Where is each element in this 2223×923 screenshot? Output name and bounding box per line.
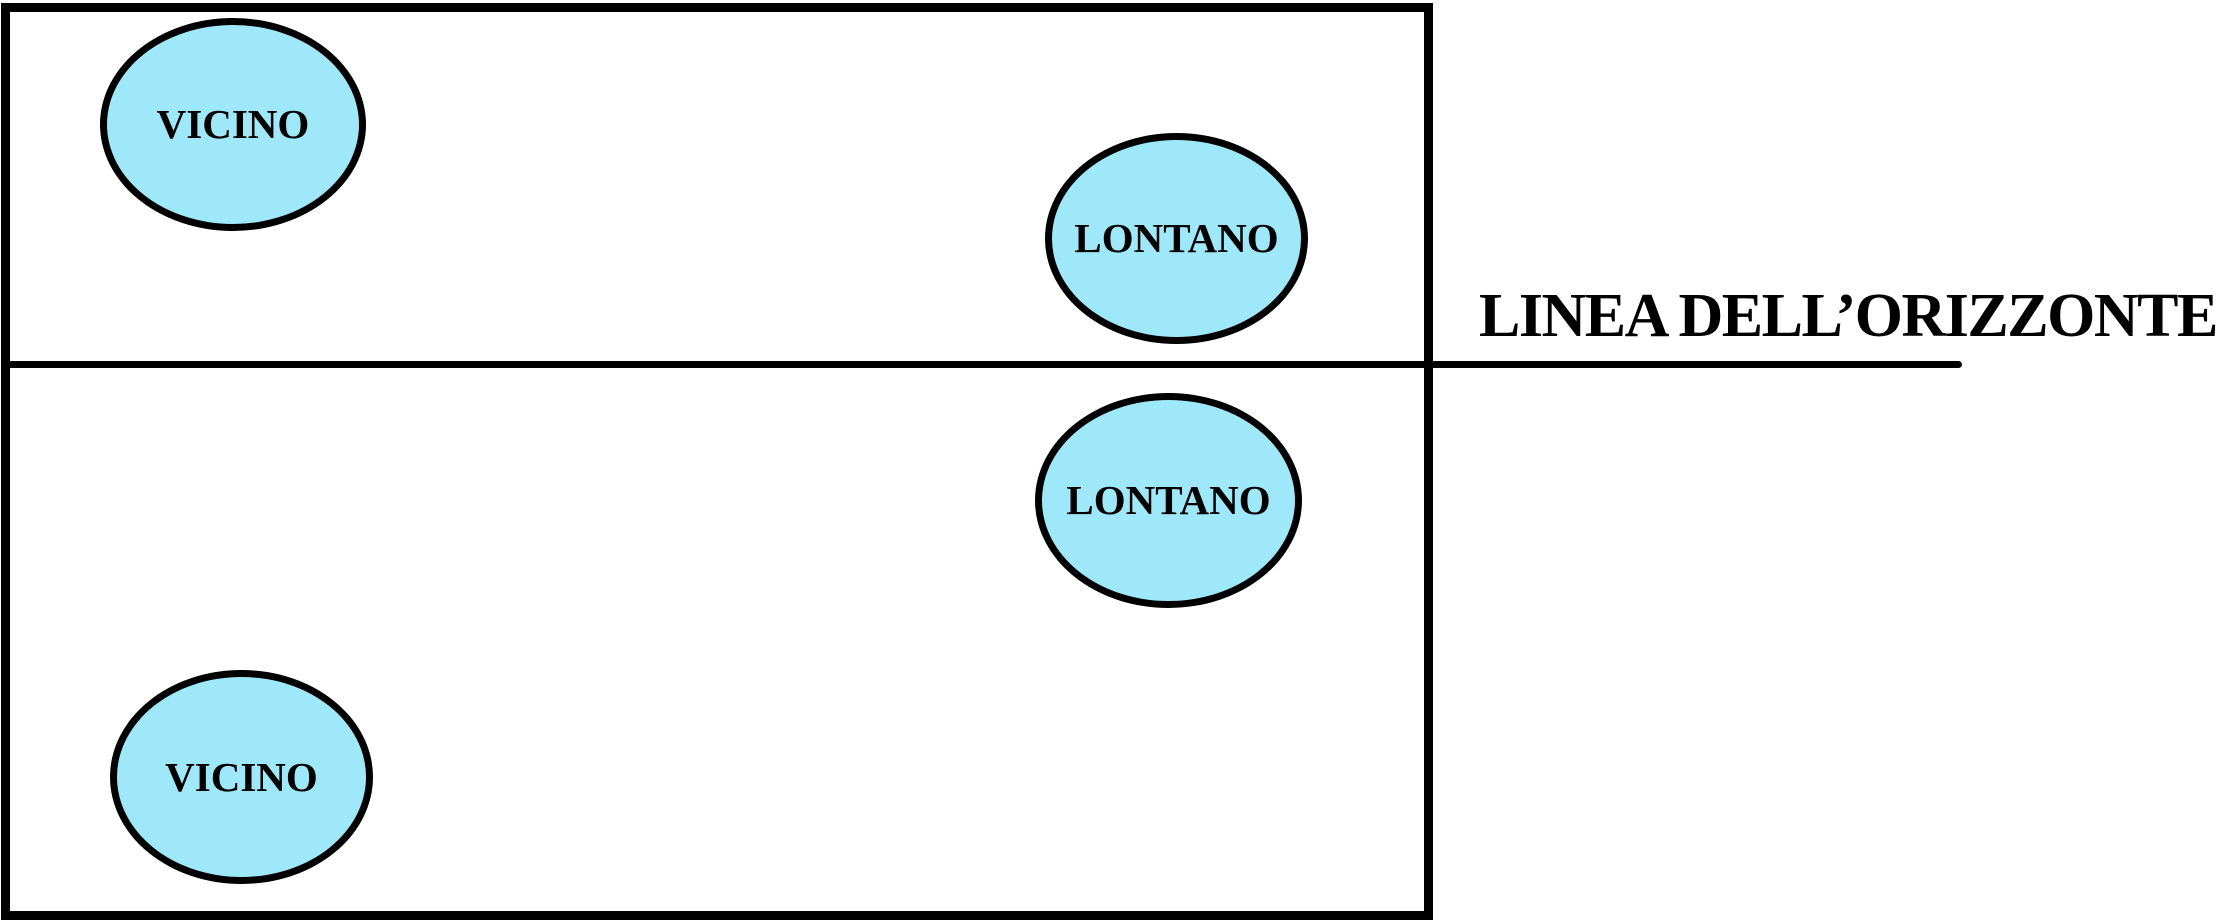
ellipse-vicino-below-horizon: VICINO (110, 670, 373, 884)
picture-frame (1, 3, 1433, 920)
ellipse-label-lontano-below: LONTANO (1066, 477, 1271, 523)
horizon-line (1, 361, 1962, 368)
ellipse-lontano-above-horizon: LONTANO (1045, 133, 1308, 344)
horizon-line-label: LINEA DELL’ORIZZONTE (1479, 282, 2218, 350)
ellipse-label-vicino-below: VICINO (165, 753, 318, 800)
ellipse-label-lontano-above: LONTANO (1074, 215, 1279, 261)
ellipse-label-vicino-above: VICINO (156, 101, 310, 147)
ellipse-vicino-above-horizon: VICINO (100, 18, 366, 231)
ellipse-lontano-below-horizon: LONTANO (1035, 393, 1302, 608)
